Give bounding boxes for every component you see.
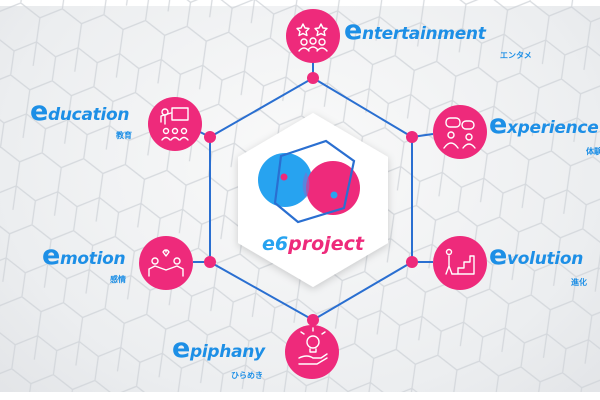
audience-stars-icon <box>296 23 328 52</box>
bottom-border <box>0 392 600 400</box>
label-epiphany-jp: ひらめき <box>231 371 263 380</box>
label-experience-jp: 体験 <box>586 147 600 156</box>
growth-stairs-icon <box>445 248 475 275</box>
teacher-class-icon <box>160 107 189 141</box>
label-emotion: emotion <box>42 240 126 271</box>
label-epiphany: epiphany <box>172 333 265 364</box>
conversation-icon <box>443 117 476 149</box>
label-entertainment-jp: エンタメ <box>500 51 532 60</box>
label-education-jp: 教育 <box>116 131 132 140</box>
label-entertainment: entertainment <box>344 15 486 46</box>
label-education: education <box>30 96 130 127</box>
e6-logo-mark <box>258 139 360 224</box>
label-emotion-jp: 感情 <box>110 275 126 284</box>
label-evolution-jp: 進化 <box>571 278 587 287</box>
logo-text: e6project <box>262 233 365 255</box>
connector-dots <box>204 72 418 326</box>
lightbulb-hand-icon <box>298 327 328 365</box>
label-experience: experience <box>489 109 599 140</box>
people-heart-icon <box>148 249 184 277</box>
label-evolution: evolution <box>489 240 584 271</box>
